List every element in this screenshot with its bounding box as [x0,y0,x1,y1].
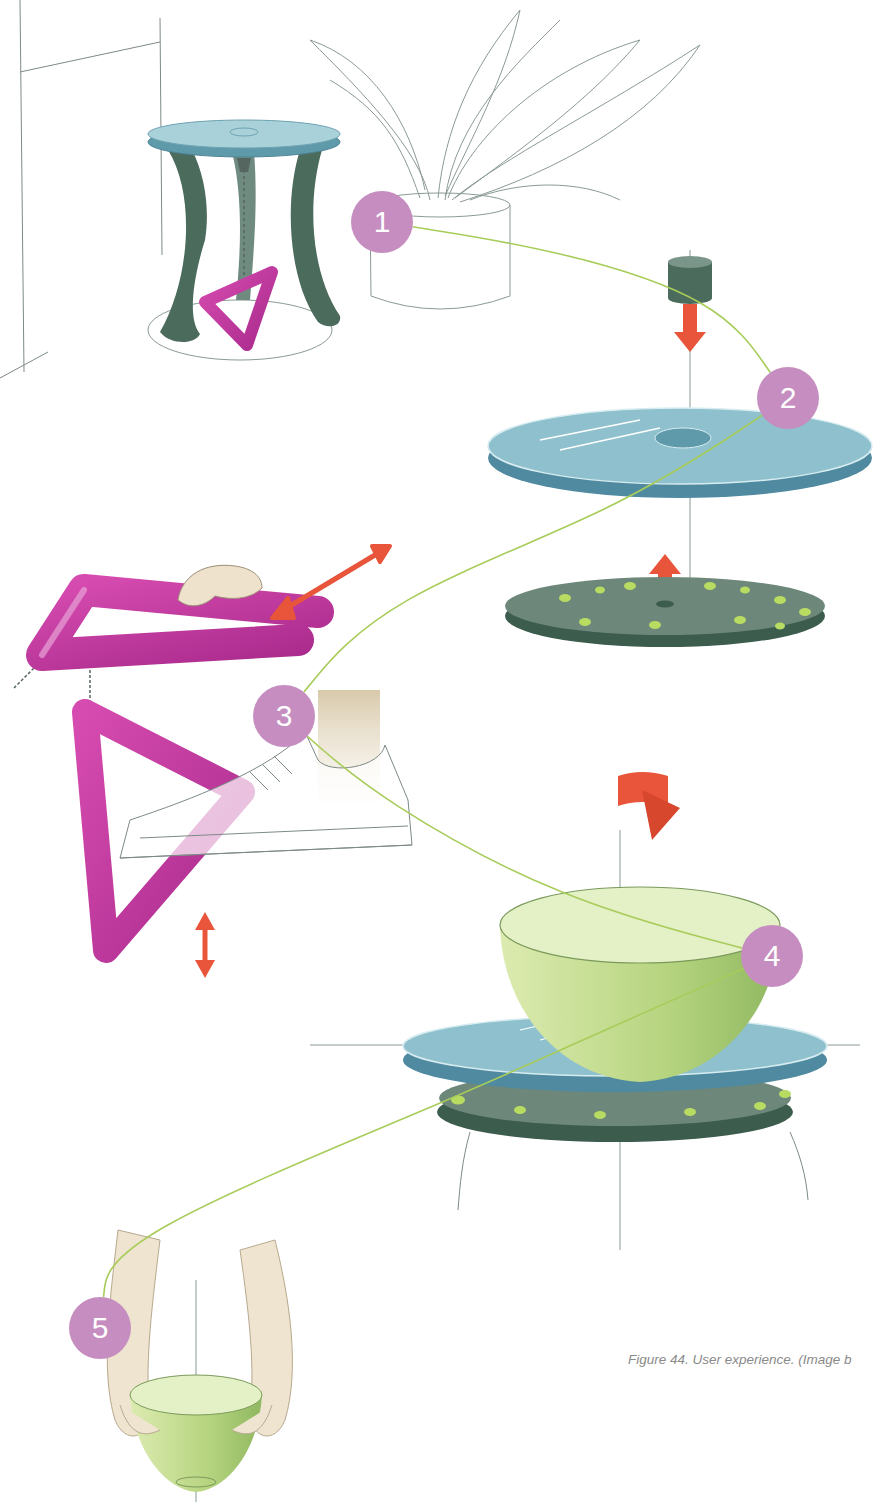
pedal-mechanism [42,590,84,655]
exploded-top [540,420,660,450]
exploded-top [668,256,712,268]
figure-caption: Figure 44. User experience. (Image b [628,1352,873,1367]
callout-number: 3 [276,701,293,731]
stool [160,150,207,342]
stool [205,272,272,345]
pedal-mechanism [14,546,412,978]
bowl-in-hands [120,1405,272,1434]
wall-sketch [20,0,24,372]
pedal-mechanism [272,546,390,618]
exploded-top [488,408,872,484]
flow-line [104,969,744,1298]
callout-circle: 1 [351,191,413,253]
plant-sketch [448,40,640,198]
wall-sketch [20,42,160,72]
stool [291,150,340,326]
plant-sketch [445,20,560,200]
assembled-wheel [779,1090,791,1098]
wall-sketch [0,352,48,378]
callout-circle: 3 [253,685,315,747]
stool [230,128,258,136]
assembled-wheel [458,1132,808,1210]
stool [148,120,340,148]
plant-sketch [310,10,700,309]
assembled-wheel [594,1111,606,1119]
exploded-top [559,582,811,630]
assembled-wheel [684,1108,696,1116]
plant-sketch [452,45,700,202]
exploded-top [704,582,716,590]
callout-number: 2 [780,383,797,413]
flow-line [413,227,771,373]
assembled-wheel [642,790,680,840]
stool [237,158,251,172]
plant-sketch [310,40,430,200]
bowl-in-hands [176,1477,216,1487]
assembled-wheel [514,1106,526,1114]
plant-sketch [438,10,520,198]
pedal-mechanism [195,912,215,978]
exploded-top [579,618,591,626]
stool [243,158,245,282]
pedal-mechanism [280,552,380,612]
flow-line [307,736,742,948]
exploded-top [775,623,785,630]
flow-line [304,415,762,692]
stool [148,120,340,360]
assembled-wheel [451,1090,791,1119]
bowl-in-hands [107,1230,292,1502]
plant-sketch [470,185,620,200]
assembled-wheel [500,887,780,963]
exploded-top [595,587,605,594]
exploded-top [624,582,636,590]
exploded-top [656,601,674,608]
callout-number: 1 [374,207,391,237]
exploded-top [740,587,750,594]
exploded-top [774,596,786,604]
exploded-top [674,304,706,352]
callout-circle: 2 [757,367,819,429]
exploded-top [655,428,711,448]
callout-number: 5 [92,1313,109,1343]
assembled-wheel [310,772,860,1250]
pedal-mechanism [203,925,208,965]
pedal-mechanism [120,732,412,858]
wall-sketch [0,0,162,378]
callout-circle: 5 [69,1297,131,1359]
pedal-mechanism [178,565,262,606]
exploded-top [488,250,872,647]
exploded-top [649,621,661,629]
bowl-in-hands [130,1375,262,1415]
exploded-top [668,292,712,304]
assembled-wheel [451,1096,465,1105]
pedal-mechanism [120,826,412,858]
callout-circle: 4 [741,925,803,987]
exploded-top [734,616,746,624]
assembled-wheel [754,1102,766,1110]
exploded-top [799,608,811,616]
callout-number: 4 [764,941,781,971]
exploded-top [559,594,571,602]
plant-sketch [330,80,420,198]
pedal-mechanism [250,756,292,790]
exploded-top [505,577,825,635]
